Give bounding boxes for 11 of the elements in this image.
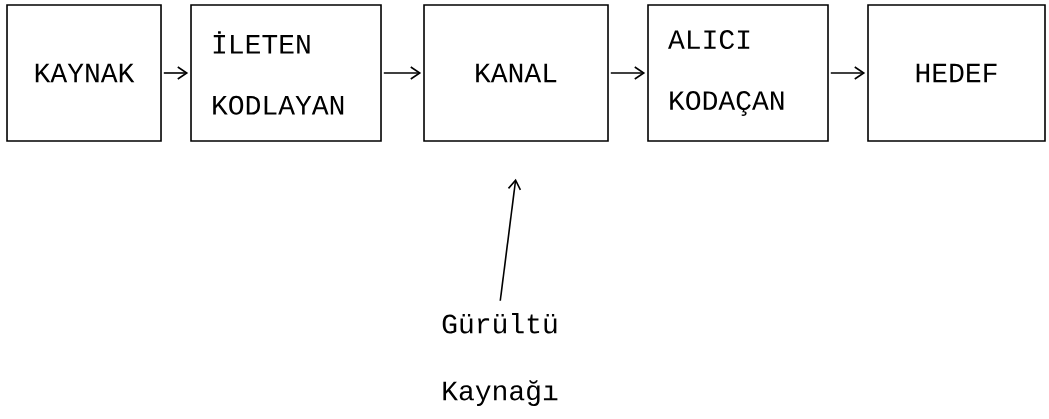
process-box: ALICI KODAÇAN (647, 4, 829, 142)
process-box: KANAL (423, 4, 609, 142)
process-box: İLETEN KODLAYAN (190, 4, 382, 142)
arrow (610, 66, 646, 80)
arrow (163, 66, 189, 80)
process-box: HEDEF (867, 4, 1046, 142)
arrow (499, 178, 522, 302)
process-box: KAYNAK (6, 4, 162, 142)
arrow (830, 66, 866, 80)
arrow (383, 66, 422, 80)
noise-source-label: Gürültü Kaynağı (442, 312, 558, 407)
